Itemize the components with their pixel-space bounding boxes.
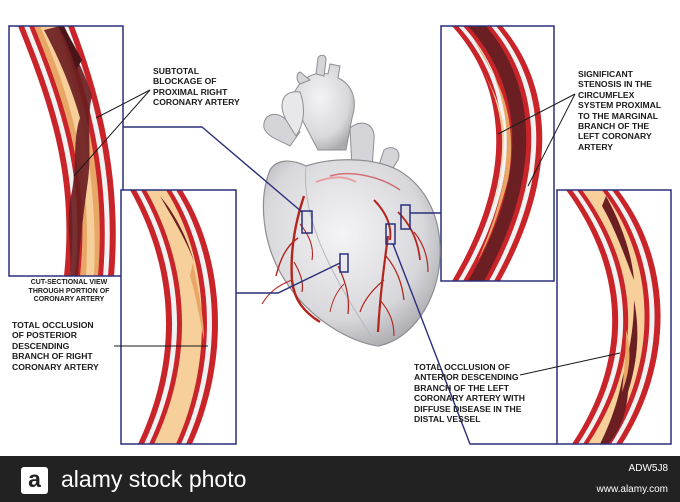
label-posterior-occlusion: TOTAL OCCLUSION OF POSTERIOR DESCENDING … <box>12 320 99 372</box>
image-id: ADW5J8 <box>628 463 668 474</box>
panel-frame-top-right <box>440 25 555 282</box>
highlight-box-rca <box>301 210 313 234</box>
highlight-box-lad <box>385 223 396 245</box>
coronary-artery-diagram <box>8 25 672 445</box>
artery-panel-top-left <box>9 26 123 276</box>
artery-panel-top-right <box>441 26 554 281</box>
heart-illustration <box>261 54 441 347</box>
pointer-lines <box>73 89 621 376</box>
panel-frame-top-left <box>8 25 124 277</box>
label-anterior-occlusion: TOTAL OCCLUSION OF ANTERIOR DESCENDING B… <box>414 362 525 425</box>
connector-lines <box>123 126 557 445</box>
alamy-logo-icon: a <box>21 467 48 494</box>
brand-name: alamy stock photo <box>61 466 247 492</box>
label-circumflex-stenosis: SIGNIFICANT STENOSIS IN THE CIRCUMFLEX S… <box>578 69 662 152</box>
site-url: www.alamy.com <box>596 484 669 495</box>
artery-panel-bottom-right <box>557 190 671 444</box>
artery-panel-bottom-left <box>121 190 236 444</box>
label-cut-sectional-view: CUT-SECTIONAL VIEW THROUGH PORTION OF CO… <box>28 279 110 304</box>
label-subtotal-blockage: SUBTOTAL BLOCKAGE OF PROXIMAL RIGHT CORO… <box>153 66 240 108</box>
panel-frame-bottom-left <box>120 189 237 445</box>
highlight-box-circumflex <box>400 204 411 230</box>
panel-frame-bottom-right <box>556 189 672 445</box>
watermark-footer: a alamy stock photo ADW5J8 www.alamy.com <box>0 456 680 502</box>
